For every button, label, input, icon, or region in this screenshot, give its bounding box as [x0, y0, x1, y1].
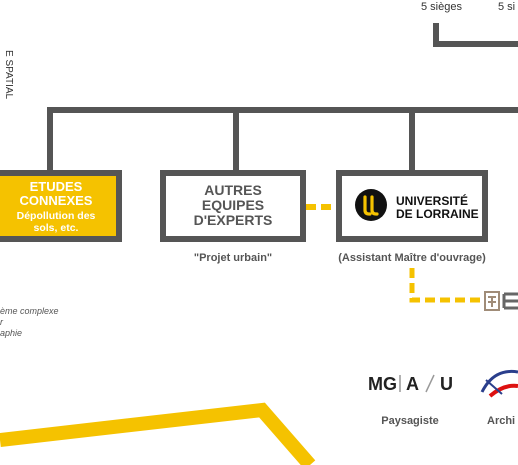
- lorraine-logo-icon: [355, 189, 387, 221]
- lorraine-line-1: UNIVERSITÉ: [396, 194, 469, 208]
- bottom-yellow-stroke: [0, 402, 316, 465]
- mgau-caption: Paysagiste: [381, 415, 439, 427]
- archi-caption: Archi: [487, 415, 516, 427]
- autres-line-3: D'EXPERTS: [193, 212, 273, 228]
- seats-label-1: 5 sièges: [421, 1, 462, 13]
- partner-glyph-icon: [484, 291, 518, 311]
- box-etudes-connexes: ETUDES CONNEXES Dépollution des sols, et…: [0, 170, 122, 242]
- svg-text:MG: MG: [368, 374, 397, 394]
- dashed-link-down: [409, 268, 482, 303]
- note-line-2: r: [0, 317, 3, 327]
- svg-text:A: A: [406, 374, 419, 394]
- mgau-logo: MG A U: [368, 374, 453, 394]
- note-line-1: ème complexe: [0, 306, 59, 316]
- autres-line-1: AUTRES: [204, 182, 262, 198]
- svg-text:U: U: [440, 374, 453, 394]
- autres-line-2: EQUIPES: [201, 197, 265, 213]
- box-universite-lorraine: UNIVERSITÉ DE LORRAINE: [336, 170, 488, 242]
- lorraine-line-2: DE LORRAINE: [396, 207, 479, 221]
- box-autres-equipes: AUTRES EQUIPES D'EXPERTS: [160, 170, 306, 242]
- main-bus-line: [47, 107, 518, 173]
- etudes-title-1: ETUDES: [29, 179, 83, 194]
- etudes-sub-2: sols, etc.: [33, 222, 79, 234]
- lorraine-caption: (Assistant Maître d'ouvrage): [338, 252, 486, 264]
- etudes-sub-1: Dépollution des: [16, 210, 96, 222]
- seats-label-2: 5 si: [498, 1, 516, 13]
- autres-caption: "Projet urbain": [193, 252, 273, 264]
- archi-logo-icon: [480, 369, 518, 398]
- top-bracket-line: [433, 23, 518, 47]
- etudes-title-2: CONNEXES: [19, 193, 93, 208]
- note-line-3: aphie: [0, 328, 23, 338]
